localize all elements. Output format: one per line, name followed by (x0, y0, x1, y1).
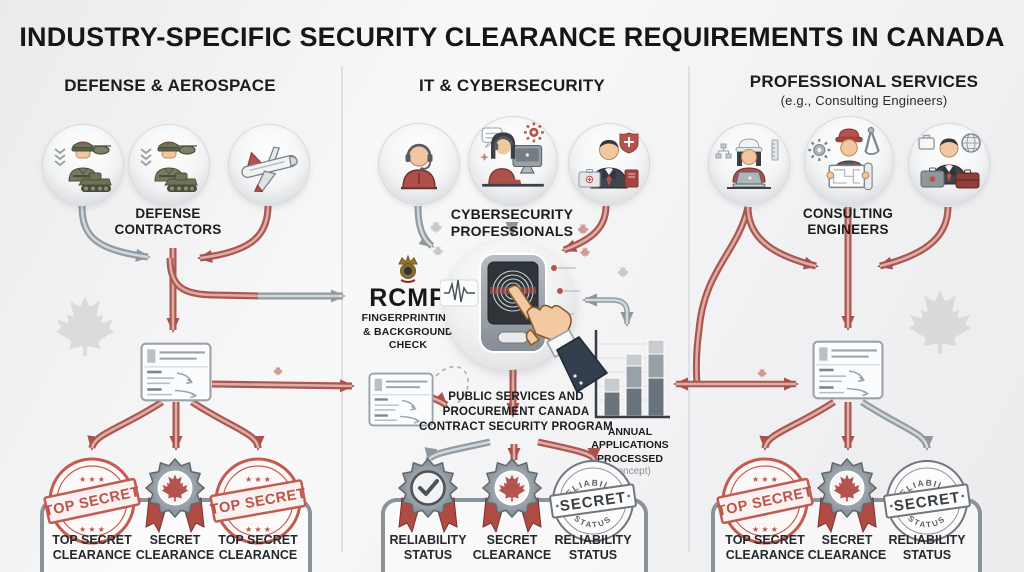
rcmp-crest-icon (398, 254, 418, 283)
maple-leaf-icon (617, 266, 629, 278)
maple-leaf-icon (908, 290, 972, 354)
maple-leaf-icon (55, 296, 115, 356)
reliability-medal-icon (397, 457, 459, 534)
analyst-workstation-icon (468, 116, 558, 206)
top-secret-stamp-icon: ★ ★ ★ ★ ★ ★ TOP SECRET (209, 457, 307, 545)
column-header-services-sub: (e.g., Consulting Engineers) (780, 93, 948, 108)
badge-label: SECRET CLEARANCE (807, 533, 887, 562)
stamp-stars: ★ ★ ★ (752, 525, 778, 534)
maple-leaf-icon (757, 368, 767, 378)
stamp-stars: ★ ★ ★ (79, 525, 105, 534)
stamp-stars: ★ ★ ★ (245, 475, 271, 484)
badge-label: TOP SECRET CLEARANCE (725, 533, 805, 562)
badge-label: TOP SECRET CLEARANCE (52, 533, 132, 562)
column-header-services-title: PROFESSIONAL SERVICES (749, 72, 979, 91)
top-secret-stamp-icon: ★ ★ ★ ★ ★ ★ TOP SECRET (716, 457, 814, 545)
column-header-it: IT & CYBERSECURITY (419, 76, 605, 95)
soldier-tank-icon (128, 124, 210, 206)
engineer-blueprint-icon (804, 116, 894, 206)
top-secret-stamp-icon: ★ ★ ★ ★ ★ ★ TOP SECRET (43, 457, 141, 545)
airplane-icon (228, 124, 310, 206)
secret-medal-icon (481, 457, 543, 534)
group-label-consulting-engineers: CONSULTING ENGINEERS (802, 206, 894, 238)
group-label-defense-contractors: DEFENSE CONTRACTORS (114, 206, 222, 238)
page-title: INDUSTRY-SPECIFIC SECURITY CLEARANCE REQ… (19, 22, 1005, 52)
badge-label: SECRET CLEARANCE (135, 533, 215, 562)
stamp-stars: ★ ★ ★ (79, 475, 105, 484)
column-header-services: PROFESSIONAL SERVICES (e.g., Consulting … (714, 72, 1014, 108)
stamp-stars: ★ ★ ★ (245, 525, 271, 534)
badge-label: SECRET CLEARANCE (472, 533, 552, 562)
soldier-tank-icon (42, 124, 124, 206)
document-form-icon (140, 342, 212, 402)
group-label-cybersecurity-professionals: CYBERSECURITY PROFESSIONALS (450, 206, 574, 240)
chart-caption-main: ANNUAL APPLICATIONS PROCESSED (591, 426, 669, 465)
check-icon (418, 479, 439, 496)
secret-medal-icon (144, 457, 206, 534)
document-form-icon (812, 340, 884, 400)
maple-leaf-icon (273, 366, 283, 376)
reliability-secret-stamp-icon: RELIABILITY STATUS SECRET (549, 460, 637, 542)
support-agent-icon (378, 123, 460, 205)
column-header-defense: DEFENSE & AEROSPACE (64, 76, 276, 95)
engineer-laptop-icon (708, 123, 790, 205)
secret-medal-icon (816, 457, 878, 534)
chart-caption: ANNUAL APPLICATIONS PROCESSED (concept) (574, 426, 686, 479)
consultant-globe-icon (908, 123, 990, 205)
bar-chart-icon (594, 330, 670, 419)
dashed-doc2-loop (435, 365, 469, 405)
badge-label: RELIABILITY STATUS (554, 533, 632, 562)
stamp-stars: ★ ★ ★ (752, 475, 778, 484)
badge-label: RELIABILITY STATUS (888, 533, 966, 562)
rcmp-title: RCMP (369, 284, 447, 312)
arrow-engineer-to-chart-curve (692, 206, 752, 385)
badge-label: TOP SECRET CLEARANCE (218, 533, 298, 562)
column-divider (341, 66, 690, 552)
badge-label: RELIABILITY STATUS (389, 533, 467, 562)
pointing-hand-icon (507, 284, 608, 393)
chart-caption-sub: (concept) (609, 466, 651, 478)
rcmp-description: FINGERPRINTING & BACKGROUND CHECK (361, 312, 455, 352)
security-officer-icon (568, 123, 650, 205)
reliability-secret-stamp-icon: RELIABILITY STATUS SECRET (883, 460, 971, 542)
